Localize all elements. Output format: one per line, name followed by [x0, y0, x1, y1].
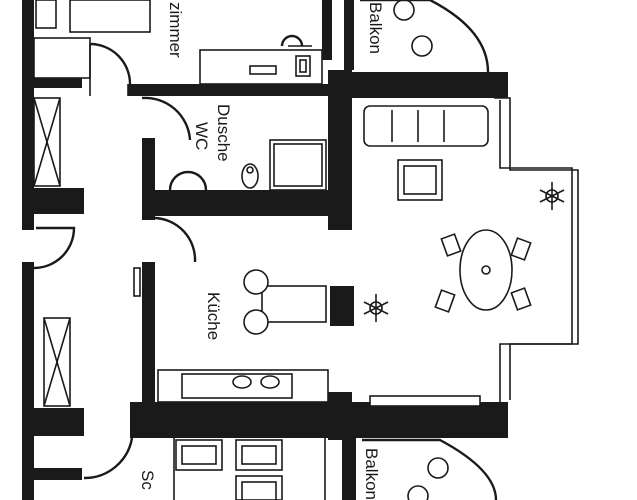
room-label-balkon-bottom: Balkon	[362, 448, 381, 500]
walls	[22, 0, 508, 500]
room-label-balkon-top: Balkon	[366, 2, 385, 54]
storage-cabinet-bottom	[43, 317, 71, 407]
balconies	[360, 0, 498, 500]
room-label-wc: WC	[192, 122, 211, 150]
plant-icons	[363, 182, 565, 322]
storage-cabinet-top	[33, 97, 61, 187]
room-label-zimmer: zimmer	[166, 2, 185, 58]
furniture	[133, 0, 532, 500]
doors	[33, 42, 208, 480]
room-label-schlaf: Sc	[138, 470, 157, 490]
room-label-kueche: Küche	[204, 292, 223, 340]
room-label-dusche: Dusche	[214, 104, 233, 162]
